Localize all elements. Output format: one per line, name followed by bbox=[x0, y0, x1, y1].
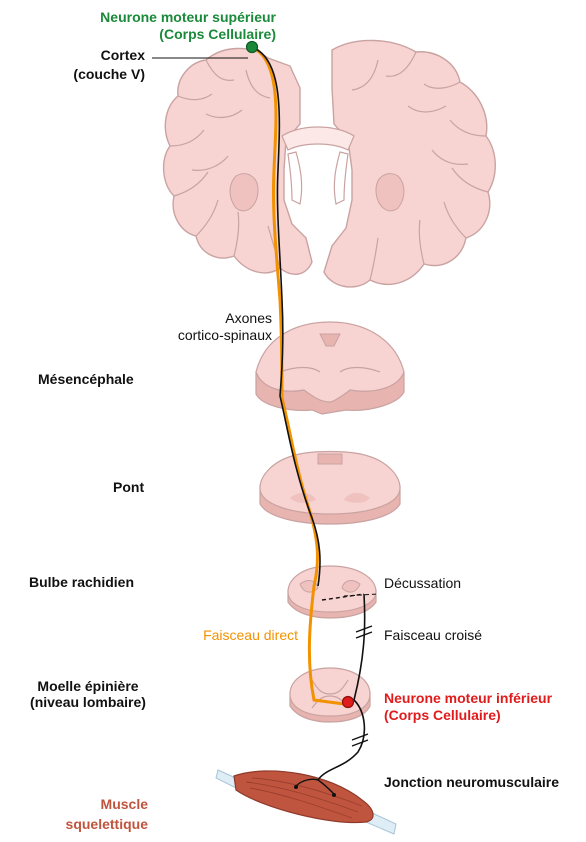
cortex-label-2: (couche V) bbox=[0, 66, 145, 83]
pont-label: Pont bbox=[113, 479, 144, 496]
right-hemisphere bbox=[324, 40, 495, 287]
lower-motor-neuron-soma bbox=[343, 697, 354, 708]
decussation-label: Décussation bbox=[384, 575, 461, 592]
midbrain-section bbox=[256, 322, 404, 414]
bulbe-label: Bulbe rachidien bbox=[29, 574, 134, 591]
axons-label-1: Axones bbox=[100, 310, 272, 327]
brain-coronal-section bbox=[164, 40, 496, 287]
upper-neuron-label-1: Neurone moteur supérieur bbox=[0, 9, 276, 26]
upper-motor-neuron-soma bbox=[247, 42, 258, 53]
right-basal-ganglia bbox=[376, 174, 404, 211]
moelle-label-1: Moelle épinière bbox=[0, 678, 176, 695]
muscle-label-1: Muscle bbox=[0, 796, 148, 813]
moelle-label-2: (niveau lombaire) bbox=[0, 694, 176, 711]
lower-neuron-label-1: Neurone moteur inférieur bbox=[384, 690, 552, 707]
upper-neuron-label-2: (Corps Cellulaire) bbox=[0, 26, 276, 43]
nmj-terminal-left bbox=[294, 785, 298, 789]
nmj-terminal-right bbox=[332, 793, 336, 797]
jonction-label: Jonction neuromusculaire bbox=[384, 774, 559, 791]
left-basal-ganglia bbox=[230, 174, 258, 211]
faisceau-direct-label: Faisceau direct bbox=[100, 627, 298, 644]
spinal-cord-section bbox=[290, 668, 370, 722]
corpus-callosum bbox=[282, 127, 354, 150]
right-ventricle bbox=[334, 152, 348, 204]
muscle-label-2: squelettique bbox=[0, 816, 148, 833]
muscle-belly bbox=[234, 771, 373, 823]
mesencephale-label: Mésencéphale bbox=[38, 371, 134, 388]
pons-fourth-ventricle bbox=[318, 454, 342, 464]
axon-break-lower bbox=[352, 734, 368, 746]
pons-section bbox=[260, 452, 400, 525]
lower-neuron-label-2: (Corps Cellulaire) bbox=[384, 707, 501, 724]
faisceau-croise-label: Faisceau croisé bbox=[384, 627, 482, 644]
axons-label-2: cortico-spinaux bbox=[100, 327, 272, 344]
cortex-label-1: Cortex bbox=[0, 47, 145, 64]
left-ventricle bbox=[288, 152, 302, 204]
spinal-cord-top bbox=[290, 668, 370, 716]
medulla-section bbox=[288, 566, 376, 618]
medulla-top bbox=[288, 566, 376, 612]
